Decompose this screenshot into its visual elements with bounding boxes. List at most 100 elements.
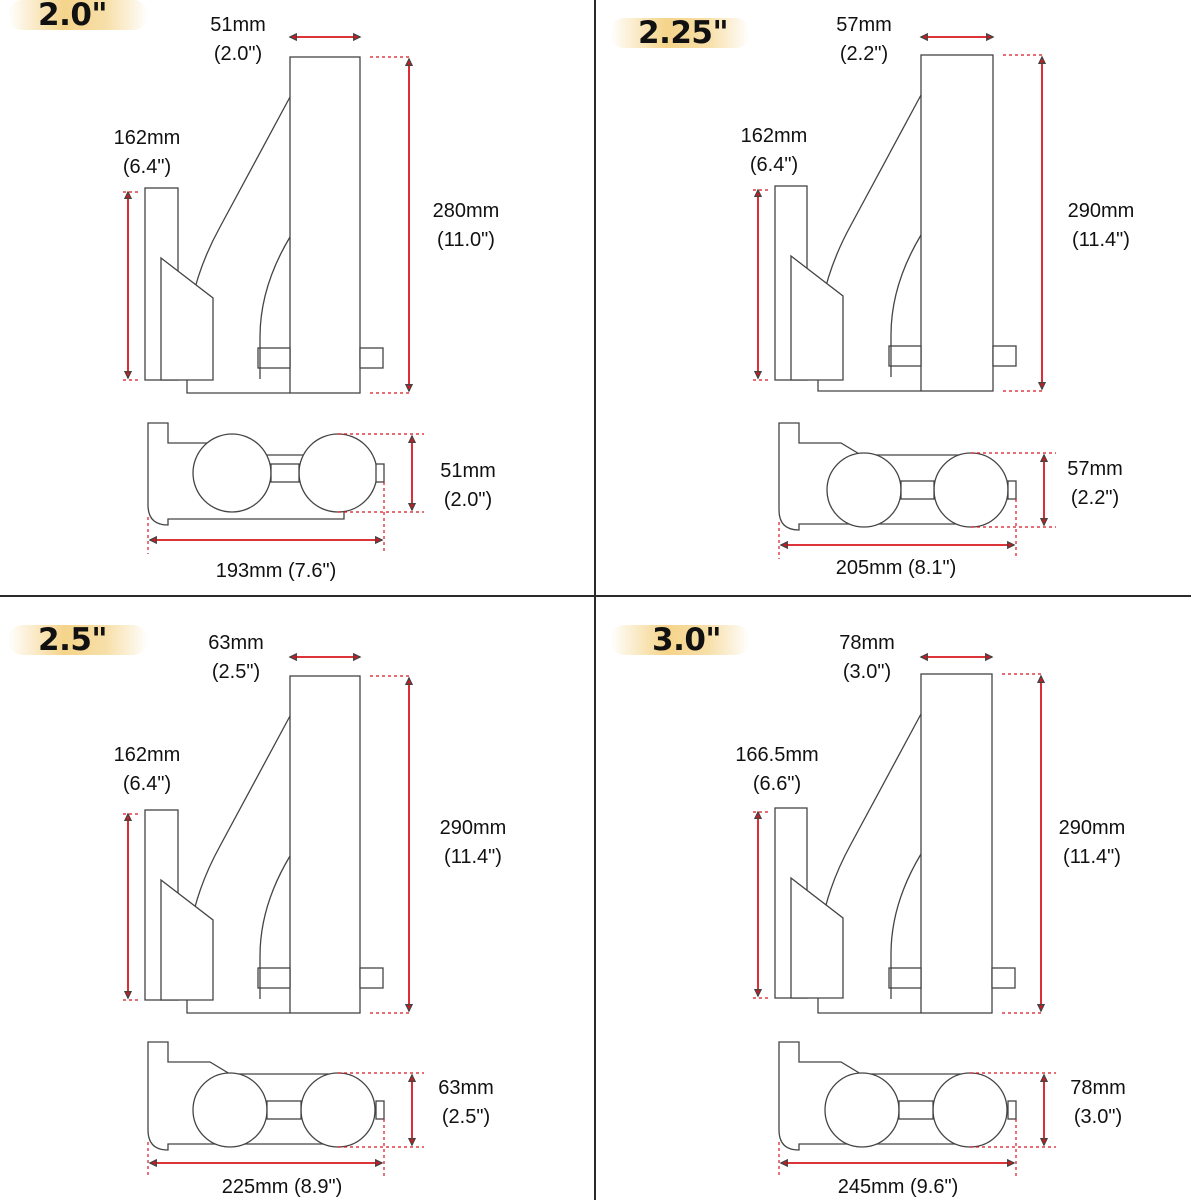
horizontal-divider: [0, 595, 1191, 597]
top-width-in: (3.0"): [842, 661, 892, 683]
top-width-label: 51mm (2.0"): [210, 11, 266, 69]
plate-height-label: 162mm (6.4"): [741, 122, 808, 180]
plate-wedge: [790, 254, 844, 381]
top-width-mm: 57mm: [836, 14, 892, 36]
drawing-group: [123, 32, 424, 554]
overall-width-arrow-head-1: [375, 535, 384, 545]
plate-height-arrow-head-1: [123, 371, 133, 380]
drawing-group: [753, 652, 1056, 1177]
hitch-drawing: [123, 652, 424, 1177]
top-width-label: 63mm (2.5"): [208, 629, 264, 687]
height-in: (11.4"): [444, 846, 502, 868]
overall-width-arrow-head-0: [148, 1158, 157, 1168]
ball-circle-0: [824, 1072, 900, 1148]
top-width-mm: 63mm: [208, 632, 264, 654]
badge-glow: [8, 0, 148, 30]
plate-height-label: 162mm (6.4"): [114, 741, 181, 799]
drawing-group: [123, 652, 424, 1177]
hitch-drawing: [753, 32, 1056, 559]
height-arrow-head-1: [1036, 1004, 1046, 1013]
size-badge-text: 2.0": [38, 0, 108, 33]
tube-width-label: 63mm (2.5"): [438, 1074, 494, 1132]
pin-tip-top: [375, 1100, 385, 1120]
pin-right: [992, 345, 1017, 367]
plate-wedge: [790, 876, 844, 999]
tube-width-arrow-head-0: [407, 1073, 417, 1082]
tube-width-arrow-head-0: [1039, 1073, 1049, 1082]
tube-width-in: (3.0"): [1073, 1106, 1123, 1128]
height-mm: 290mm: [1058, 817, 1126, 839]
height-arrow-head-1: [1037, 382, 1047, 391]
overall-width-arrow-head-0: [148, 535, 157, 545]
top-width-arrow-head-1: [353, 32, 362, 42]
panel-2-0-inch: 2.0" 51mm (2.0") 280mm (11.0") 162mm (6.…: [0, 0, 595, 600]
height-label: 290mm (11.4"): [1068, 197, 1135, 255]
height-arrow-head-0: [1037, 55, 1047, 64]
gusset-inner: [890, 853, 922, 999]
height-mm: 290mm: [439, 817, 507, 839]
plate-height-label: 166.5mm (6.6"): [735, 741, 818, 799]
tube-width-arrow-head-1: [1039, 518, 1049, 527]
height-arrow-head-0: [404, 57, 414, 66]
ball-connector: [270, 463, 300, 483]
plate-height-arrow-head-1: [753, 989, 763, 998]
height-label: 280mm (11.0"): [433, 197, 500, 255]
tube-width-mm: 51mm: [440, 460, 496, 482]
size-badge: 2.5": [8, 621, 148, 659]
tube-width-in: (2.5"): [441, 1106, 491, 1128]
gusset-inner: [259, 236, 291, 379]
plate-height-mm: 162mm: [113, 127, 181, 149]
height-in: (11.0"): [437, 229, 495, 251]
height-label: 290mm (11.4"): [1059, 814, 1126, 872]
tube-width-mm: 78mm: [1070, 1077, 1126, 1099]
size-badge-text: 3.0": [652, 622, 722, 658]
pin-left: [888, 345, 922, 367]
plate-height-in: (6.6"): [752, 773, 802, 795]
top-width-mm: 78mm: [839, 632, 895, 654]
ball-circle-1: [298, 433, 378, 513]
receiver-tube-side: [920, 673, 993, 1014]
plate-height-arrow-head-0: [123, 812, 133, 821]
plate-height-mm: 162mm: [113, 744, 181, 766]
tube-width-arrow-head-1: [407, 503, 417, 512]
gusset-inner: [890, 234, 922, 377]
height-arrow-head-1: [404, 1004, 414, 1013]
plate-height-arrow-head-0: [753, 810, 763, 819]
receiver-tube-side: [920, 54, 994, 392]
height-label: 290mm (11.4"): [440, 814, 507, 872]
top-width-mm: 51mm: [210, 14, 266, 36]
overall-width-label: 245mm (9.6"): [837, 1176, 959, 1197]
size-badge-text: 2.5": [38, 622, 108, 658]
pin-left: [257, 967, 291, 989]
ball-connector: [898, 1100, 934, 1120]
pin-left: [257, 347, 291, 369]
top-width-arrow-head-1: [986, 32, 995, 42]
plate-height-arrow-head-0: [123, 190, 133, 199]
overall-width-arrow-head-1: [375, 1158, 384, 1168]
height-arrow-head-0: [404, 676, 414, 685]
plate-height-mm: 162mm: [740, 125, 808, 147]
size-badge-text: 2.25": [638, 15, 729, 51]
panel-2-5-inch: 2.5" 63mm (2.5") 290mm (11.4") 162mm (6.…: [0, 597, 595, 1197]
top-width-label: 57mm (2.2"): [836, 11, 892, 69]
pin-right: [359, 967, 384, 989]
ball-circle-0: [192, 1072, 268, 1148]
ball-connector: [900, 480, 935, 500]
top-width-in: (2.0"): [213, 43, 263, 65]
top-width-in: (2.5"): [211, 661, 261, 683]
tube-width-arrow-head-0: [407, 434, 417, 443]
panel-2-25-inch: 2.25" 57mm (2.2") 290mm (11.4") 162mm (6…: [596, 0, 1191, 600]
top-width-label: 78mm (3.0"): [839, 629, 895, 687]
top-width-arrow-head-0: [919, 652, 928, 662]
tube-width-label: 51mm (2.0"): [440, 457, 496, 515]
overall-width-arrow-head-0: [779, 1158, 788, 1168]
receiver-tube-side: [289, 675, 361, 1014]
pin-tip-top: [1007, 1100, 1017, 1120]
overall-width-label: 193mm (7.6"): [215, 560, 337, 582]
ball-connector: [266, 1100, 302, 1120]
top-width-in: (2.2"): [839, 43, 889, 65]
ball-circle-0: [192, 433, 272, 513]
top-width-arrow-head-1: [353, 652, 362, 662]
top-width-arrow-head-0: [919, 32, 928, 42]
